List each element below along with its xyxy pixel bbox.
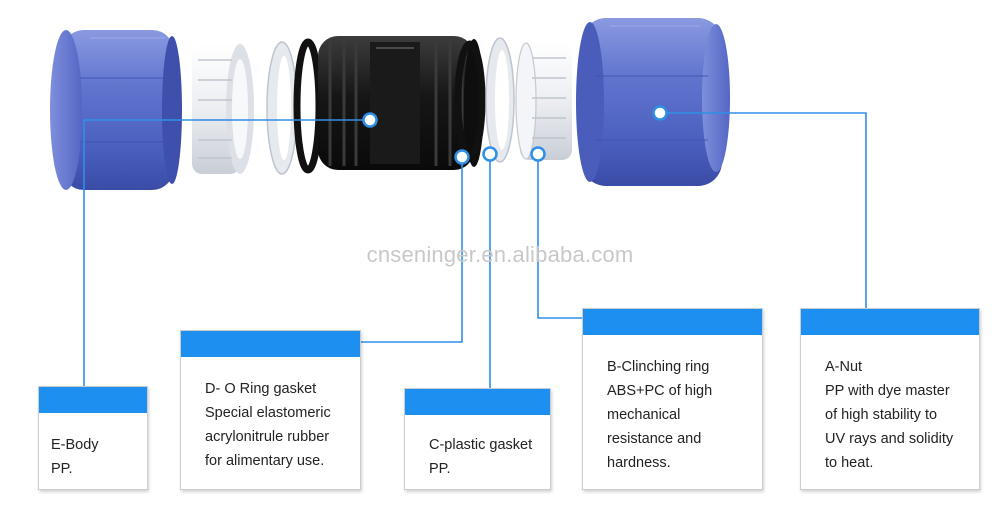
label-line: to heat. [825,455,874,471]
label-line: UV rays and solidity [825,431,954,447]
label-c-plastic-gasket: C-plastic gasket PP. [404,388,551,490]
label-line: PP. [429,461,451,477]
label-line: hardness. [607,455,671,471]
label-line: E-Body [51,437,99,453]
leader-a-nut [660,112,867,308]
label-line: PP. [51,461,73,477]
left-clinching-ring [192,44,254,174]
watermark: cnseninger.en.alibaba.com [366,242,634,267]
label-band [583,309,762,335]
label-line: PP with dye master [825,383,950,399]
label-line: B-Clinching ring [607,359,710,375]
label-band [181,331,360,357]
label-line: ABS+PC of high [607,383,713,399]
label-band [405,389,550,415]
marker-d-oring [454,149,470,165]
label-line: Special elastomeric [205,405,331,421]
label-e-body: E-Body PP. [38,386,148,490]
callout-markers [362,105,668,165]
leader-b-clinching-ring [537,154,582,319]
right-nut [576,18,730,186]
leader-lines [83,112,867,388]
left-nut [50,30,182,190]
leader-e-body [83,119,370,386]
label-line: for alimentary use. [205,453,325,469]
label-line: C-plastic gasket [429,437,533,453]
marker-a-nut [652,105,668,121]
marker-e-body [362,112,378,128]
right-plastic-gasket [485,37,515,163]
label-line: acrylonitrule rubber [205,429,330,445]
leader-d-oring [360,157,463,343]
right-clinching-ring [515,42,572,160]
label-a-nut: A-Nut PP with dye master of high stabili… [800,308,980,490]
label-b-clinching-ring: B-Clinching ring ABS+PC of high mechanic… [582,308,763,490]
left-o-ring [293,38,323,174]
marker-b-clinching-ring [530,146,546,162]
label-line: mechanical [607,407,681,423]
label-d-oring: D- O Ring gasket Special elastomeric acr… [180,330,361,490]
label-band [39,387,147,413]
label-line: A-Nut [825,359,863,375]
label-line: of high stability to [825,407,938,423]
label-line: D- O Ring gasket [205,381,317,397]
label-band [801,309,979,335]
left-plastic-gasket [266,41,298,175]
label-line: resistance and [607,431,702,447]
marker-c-plastic-gasket [482,146,498,162]
right-o-ring [454,40,486,160]
